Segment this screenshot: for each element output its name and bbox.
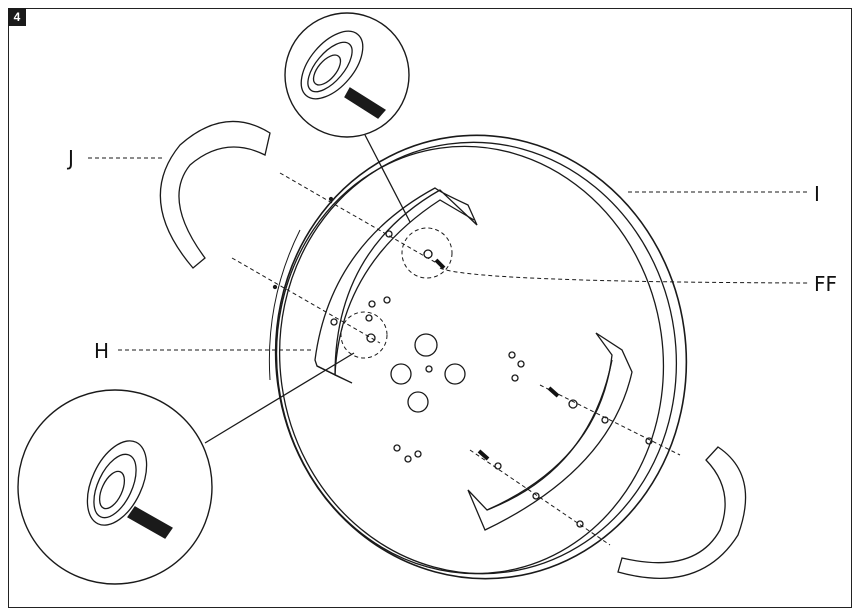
plate-holes: [365, 296, 525, 463]
detail-focus-circles: [340, 227, 453, 359]
mounting-bracket-left: [314, 187, 478, 384]
screw-ff-group: [423, 249, 560, 461]
label-j: J: [68, 146, 74, 170]
label-ff: FF: [814, 272, 838, 296]
arc-cover-right: [617, 446, 747, 579]
step-number-badge: 4: [8, 8, 26, 26]
diagram-frame: [8, 8, 852, 608]
arc-cover-left: [159, 120, 271, 269]
screw-h-point: [366, 333, 376, 343]
axis-holes: [272, 196, 653, 528]
detail-magnifier-top: [284, 12, 411, 223]
detail-magnifier-bottom: [17, 352, 355, 585]
mounting-bracket-right: [467, 332, 633, 531]
label-leaders: [88, 157, 811, 351]
assembly-axis-lines: [231, 172, 681, 546]
label-i: I: [814, 182, 820, 206]
ceiling-plate: [268, 134, 688, 580]
label-h: H: [94, 339, 110, 363]
